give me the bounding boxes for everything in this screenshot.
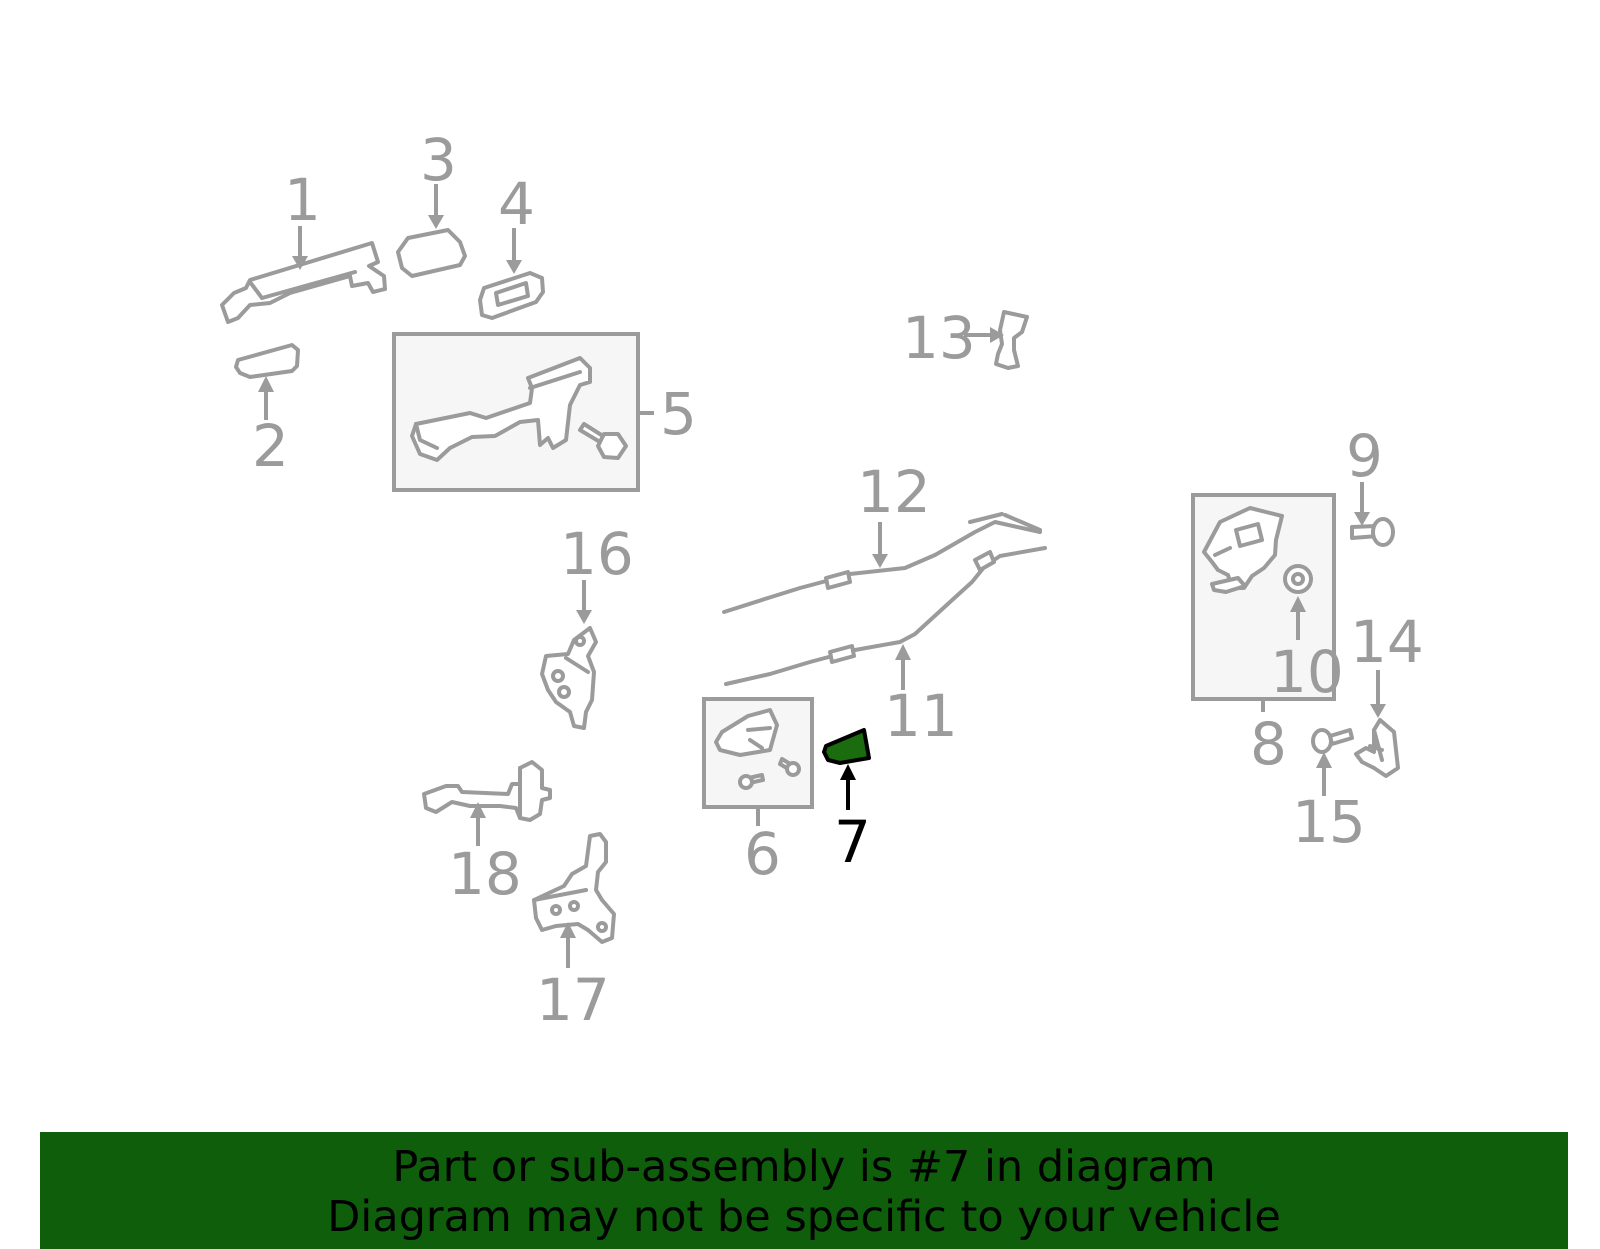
part-2-handle-cap[interactable] xyxy=(234,343,300,379)
part-1-handle-frame[interactable] xyxy=(220,241,387,324)
part-13-clip[interactable] xyxy=(994,310,1029,370)
callout-7-leader xyxy=(840,764,856,810)
part-12-upper-cable[interactable] xyxy=(722,512,1042,614)
part-6-inside-handle-assembly[interactable] xyxy=(702,697,814,826)
callout-11[interactable]: 11 xyxy=(884,682,958,750)
banner-line-1: Part or sub-assembly is #7 in diagram xyxy=(392,1142,1216,1192)
part-14-striker[interactable] xyxy=(1354,718,1400,778)
callout-9[interactable]: 9 xyxy=(1346,422,1383,490)
part-7-highlighted[interactable] xyxy=(822,728,871,765)
callout-1[interactable]: 1 xyxy=(284,166,321,234)
callout-18[interactable]: 18 xyxy=(448,840,522,908)
callout-18-leader xyxy=(470,802,486,846)
part-3-gasket[interactable] xyxy=(396,228,467,278)
callout-17-leader xyxy=(560,922,576,968)
callout-16[interactable]: 16 xyxy=(560,520,634,588)
callout-4[interactable]: 4 xyxy=(498,170,535,238)
callout-14-leader xyxy=(1370,670,1386,718)
part-11-lower-cable[interactable] xyxy=(724,546,1047,686)
callout-8[interactable]: 8 xyxy=(1250,710,1287,778)
callout-11-leader xyxy=(895,644,911,690)
callout-13-leader xyxy=(964,327,1004,343)
callout-2[interactable]: 2 xyxy=(252,412,289,480)
callout-17[interactable]: 17 xyxy=(536,966,610,1034)
callout-15[interactable]: 15 xyxy=(1292,788,1366,856)
callout-7[interactable]: 7 xyxy=(834,808,871,876)
callout-4-leader xyxy=(506,228,522,274)
callout-2-leader xyxy=(258,376,274,420)
callout-9-leader xyxy=(1354,482,1370,526)
callout-10[interactable]: 10 xyxy=(1270,638,1344,706)
callout-12[interactable]: 12 xyxy=(857,458,931,526)
part-4-bezel[interactable] xyxy=(478,271,545,320)
callout-15-leader xyxy=(1316,752,1332,796)
part-5-handle-assembly[interactable] xyxy=(392,332,654,492)
callout-10-leader xyxy=(1290,596,1306,640)
callout-12-leader xyxy=(872,522,888,568)
callout-14[interactable]: 14 xyxy=(1350,608,1424,676)
part-9-pin[interactable] xyxy=(1350,517,1395,547)
callout-1-leader xyxy=(292,226,308,270)
part-16-hinge-upper[interactable] xyxy=(540,626,598,730)
part-8-latch-assembly[interactable] xyxy=(1191,493,1336,712)
callout-3[interactable]: 3 xyxy=(420,126,457,194)
part-18-door-check[interactable] xyxy=(422,760,552,822)
part-17-hinge-lower[interactable] xyxy=(532,832,616,944)
callout-6[interactable]: 6 xyxy=(744,820,781,888)
diagram-notice-banner: Part or sub-assembly is #7 in diagram Di… xyxy=(40,1132,1568,1249)
callout-13[interactable]: 13 xyxy=(902,304,976,372)
banner-line-2: Diagram may not be specific to your vehi… xyxy=(327,1192,1281,1242)
part-15-bolt[interactable] xyxy=(1311,728,1354,754)
callout-3-leader xyxy=(428,184,444,229)
callout-16-leader xyxy=(576,580,592,624)
callout-5[interactable]: 5 xyxy=(660,380,697,448)
